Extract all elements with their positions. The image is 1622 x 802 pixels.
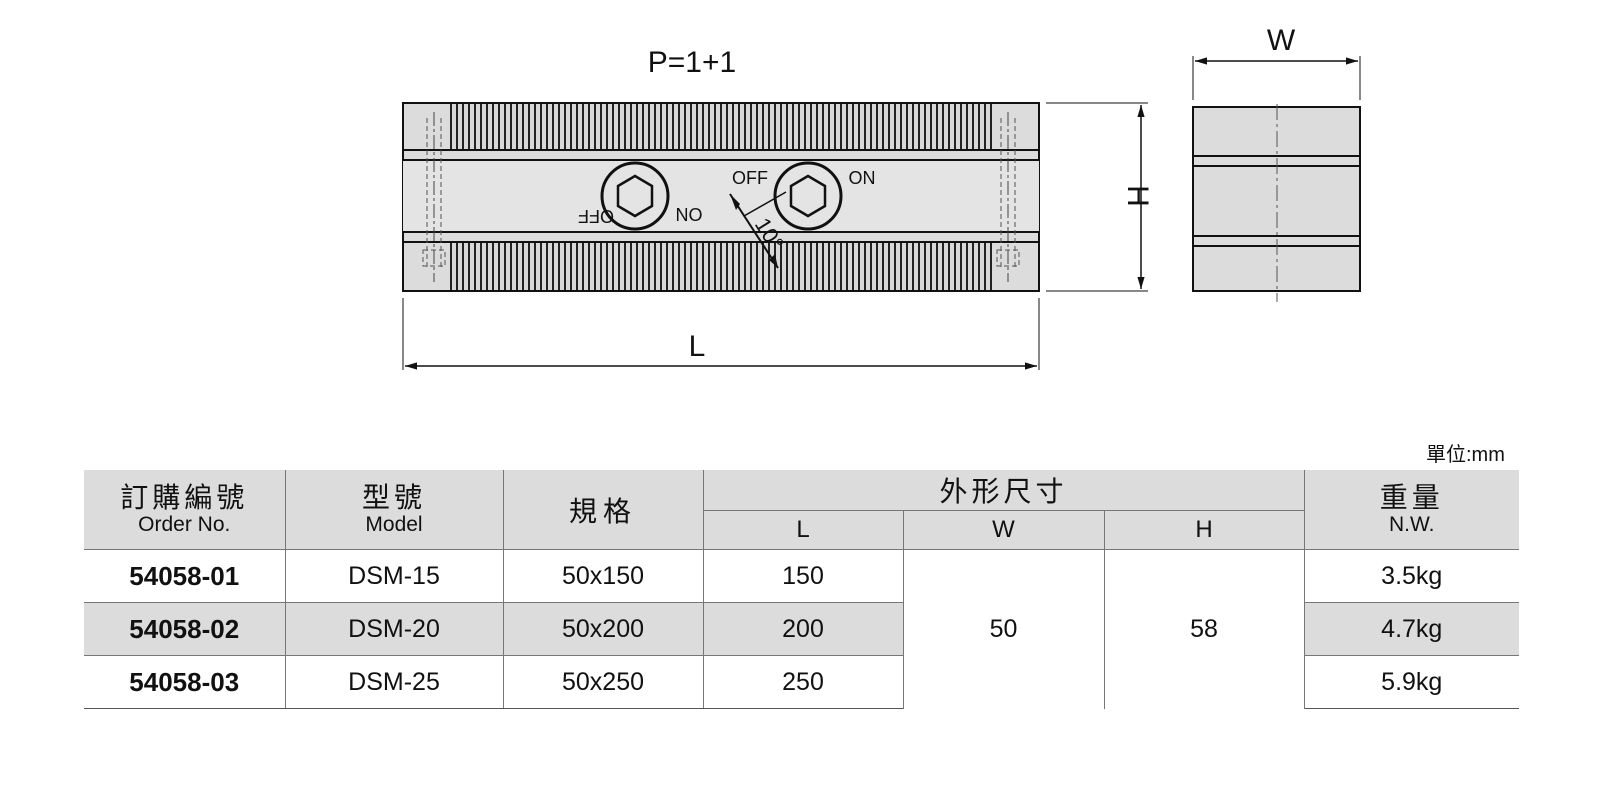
header-w: W xyxy=(902,510,1105,550)
left-off-label: OFF xyxy=(578,206,614,226)
model-cell: DSM-25 xyxy=(284,655,504,709)
weight-cell: 3.5kg xyxy=(1303,549,1520,603)
header-weight: 重量 N.W. xyxy=(1303,470,1520,550)
front-view: OFF ON OFF ON 10° xyxy=(402,102,1040,292)
header-l: L xyxy=(703,510,904,550)
switch-knob-right xyxy=(773,161,843,231)
right-off-label: OFF xyxy=(732,168,768,188)
height-label: H xyxy=(1121,185,1154,207)
length-dimension: L xyxy=(402,298,1040,370)
order-no-cell: 54058-02 xyxy=(84,602,286,656)
spec-cell: 50x250 xyxy=(502,655,704,709)
pole-label: P=1+1 xyxy=(648,46,736,79)
order-no-cell: 54058-03 xyxy=(84,655,286,709)
spec-cell: 50x200 xyxy=(502,602,704,656)
order-no-cell: 54058-01 xyxy=(84,549,286,603)
width-dimension: W xyxy=(1192,24,1361,100)
side-view xyxy=(1192,104,1361,302)
length-label: L xyxy=(689,330,706,363)
technical-drawing: P=1+1 xyxy=(402,24,1361,370)
length-cell: 150 xyxy=(702,549,904,603)
header-order-no: 訂購編號 Order No. xyxy=(84,470,286,550)
switch-knob-left xyxy=(600,161,670,231)
table-row: 54058-01 DSM-15 50x150 150 50 58 3.5kg xyxy=(84,549,1520,709)
weight-cell: 5.9kg xyxy=(1303,655,1520,709)
spec-table: 訂購編號 Order No. 型號 Model 規格 外形尺寸 重量 N.W. … xyxy=(84,470,1520,709)
width-cell: 50 xyxy=(902,549,1105,709)
model-cell: DSM-20 xyxy=(284,602,504,656)
height-cell: 58 xyxy=(1103,549,1305,709)
table-row: 54058-02 DSM-20 50x200 200 4.7kg xyxy=(84,602,1520,656)
header-spec: 規格 xyxy=(502,470,704,550)
length-cell: 250 xyxy=(702,655,904,709)
header-h: H xyxy=(1103,510,1305,550)
left-on-label: ON xyxy=(676,204,703,224)
width-label: W xyxy=(1267,24,1296,57)
header-dimensions: 外形尺寸 xyxy=(702,470,1305,511)
length-cell: 200 xyxy=(702,602,904,656)
model-cell: DSM-15 xyxy=(284,549,504,603)
unit-note: 單位:mm xyxy=(1426,444,1505,466)
table-row: 54058-03 DSM-25 50x250 250 5.9kg xyxy=(84,655,1520,709)
spec-cell: 50x150 xyxy=(502,549,704,603)
height-dimension: H xyxy=(1046,102,1154,292)
header-model: 型號 Model xyxy=(284,470,504,550)
right-on-label: ON xyxy=(849,168,876,188)
weight-cell: 4.7kg xyxy=(1303,602,1520,656)
